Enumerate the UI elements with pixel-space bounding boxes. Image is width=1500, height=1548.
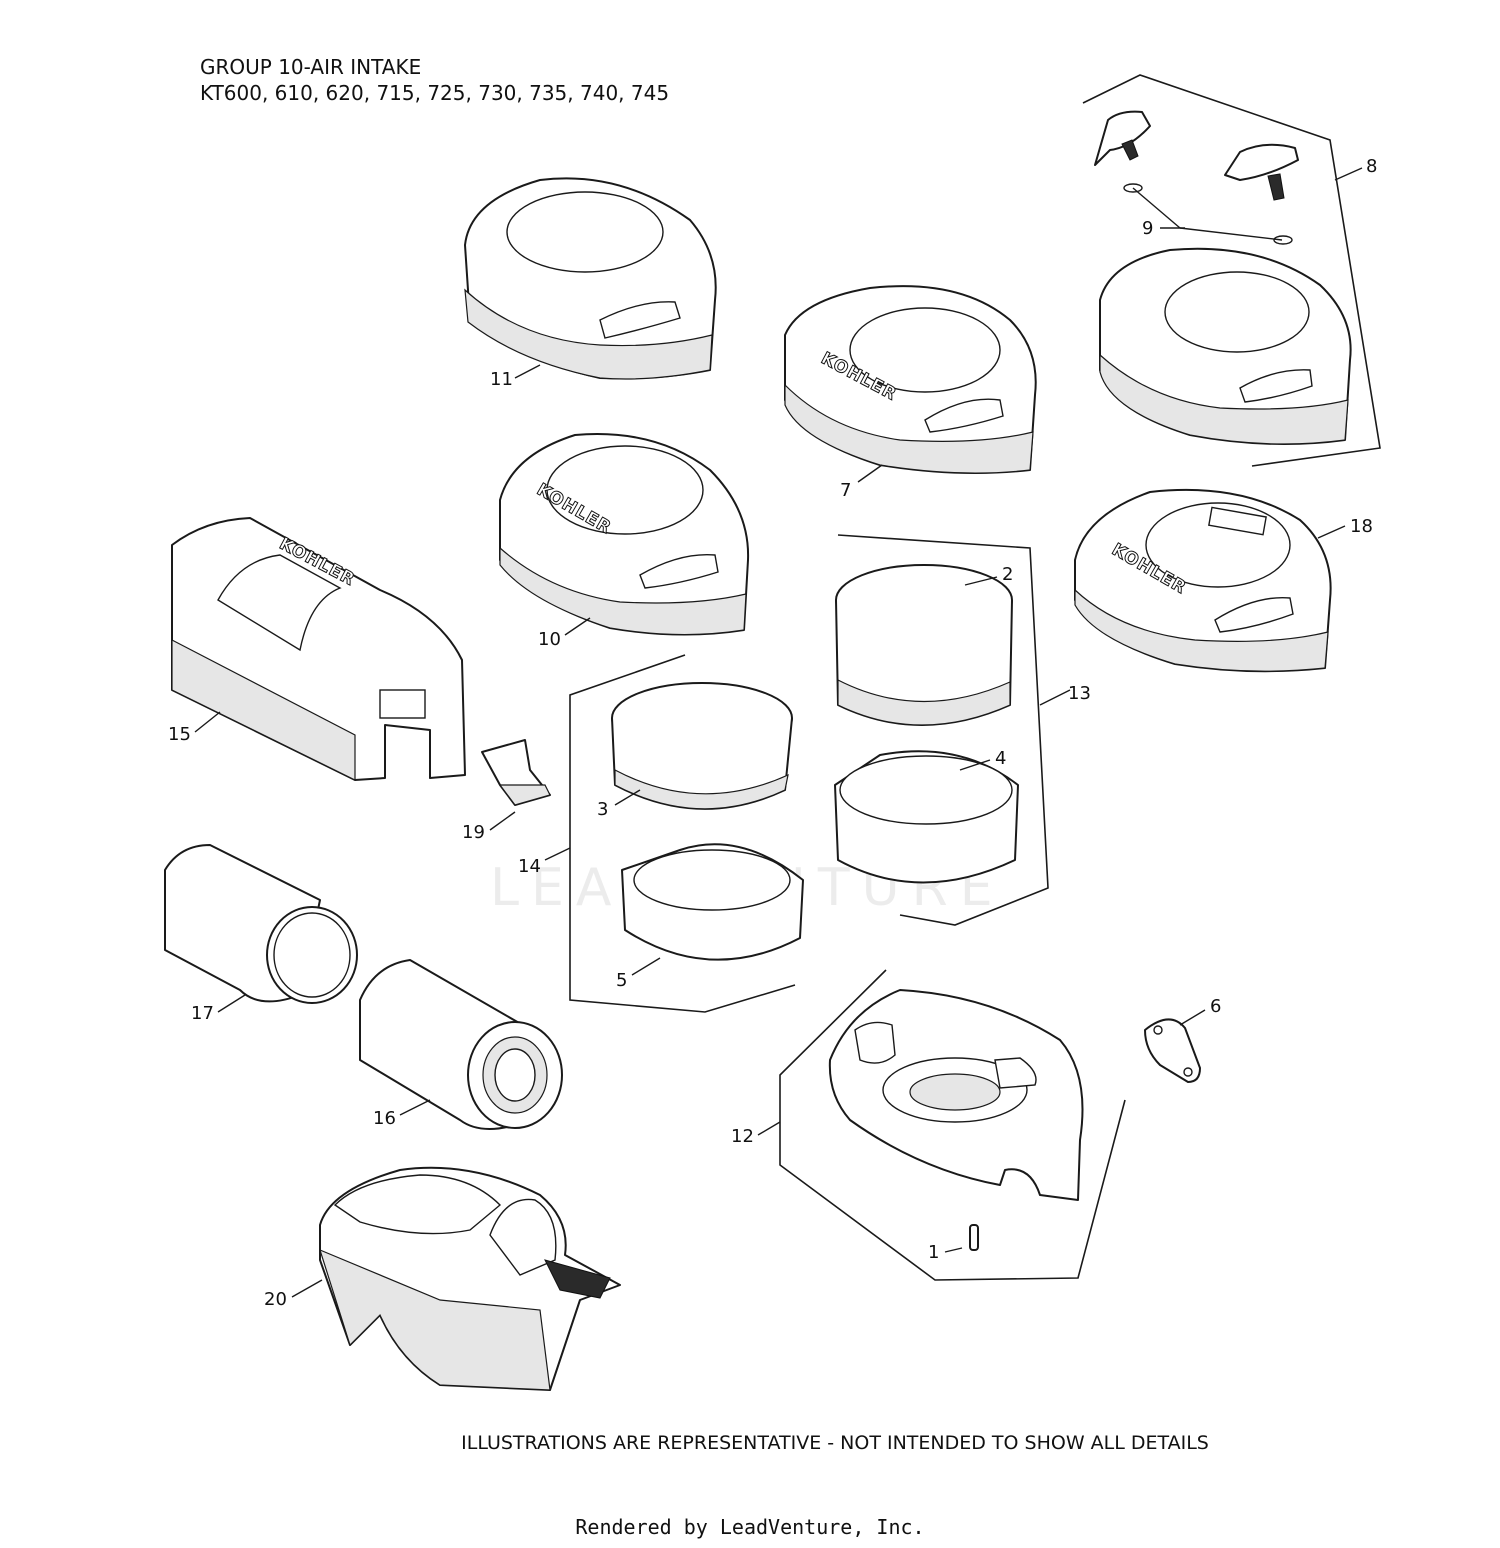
part-7-cover[interactable]: KOHLER: [784, 285, 1037, 475]
part-15-long-cover[interactable]: KOHLER: [171, 517, 466, 781]
part-8-cover-assembly[interactable]: [1082, 74, 1381, 467]
callout-9: 9: [1142, 218, 1153, 239]
callout-6: 6: [1210, 996, 1221, 1017]
callout-1: 1: [928, 1242, 939, 1263]
group-13-filter-kit[interactable]: [834, 534, 1049, 926]
leader-lines: [194, 167, 1363, 1298]
part-18-cover[interactable]: KOHLER: [1074, 488, 1332, 673]
part-16-filter-element[interactable]: [359, 959, 563, 1130]
callout-19: 19: [462, 822, 485, 843]
callout-4: 4: [995, 748, 1006, 769]
model-list: KT600, 610, 620, 715, 725, 730, 735, 740…: [200, 81, 670, 105]
callout-2: 2: [1002, 564, 1013, 585]
part-11-cover[interactable]: [464, 177, 717, 380]
group-14-filter-kit[interactable]: [569, 654, 804, 1013]
part-20-housing[interactable]: [319, 1166, 621, 1391]
callout-10: 10: [538, 629, 561, 650]
callout-18: 18: [1350, 516, 1373, 537]
callout-15: 15: [168, 724, 191, 745]
part-10-cover[interactable]: KOHLER: [499, 433, 750, 636]
callout-20: 20: [264, 1289, 287, 1310]
render-credit: Rendered by LeadVenture, Inc.: [575, 1515, 925, 1539]
disclaimer-note: ILLUSTRATIONS ARE REPRESENTATIVE - NOT I…: [461, 1432, 1209, 1454]
diagram-title: GROUP 10-AIR INTAKE: [200, 55, 422, 79]
callout-14: 14: [518, 856, 541, 877]
callout-12: 12: [731, 1126, 754, 1147]
callout-8: 8: [1366, 156, 1377, 177]
part-19-bracket[interactable]: [481, 739, 551, 806]
callout-5: 5: [616, 970, 627, 991]
part-12-base-assembly[interactable]: [779, 969, 1126, 1281]
callout-labels: 1 2 3 4 5 6 7 8 9 10 11 12 13 14 15 16 1…: [168, 156, 1377, 1310]
callout-11: 11: [490, 369, 513, 390]
callout-17: 17: [191, 1003, 214, 1024]
callout-13: 13: [1068, 683, 1091, 704]
part-17-precleaner[interactable]: [164, 844, 358, 1004]
callout-7: 7: [840, 480, 851, 501]
part-1-pin[interactable]: [969, 1224, 979, 1251]
part-6-gasket[interactable]: [1144, 1018, 1201, 1083]
callout-3: 3: [597, 799, 608, 820]
callout-16: 16: [373, 1108, 396, 1129]
